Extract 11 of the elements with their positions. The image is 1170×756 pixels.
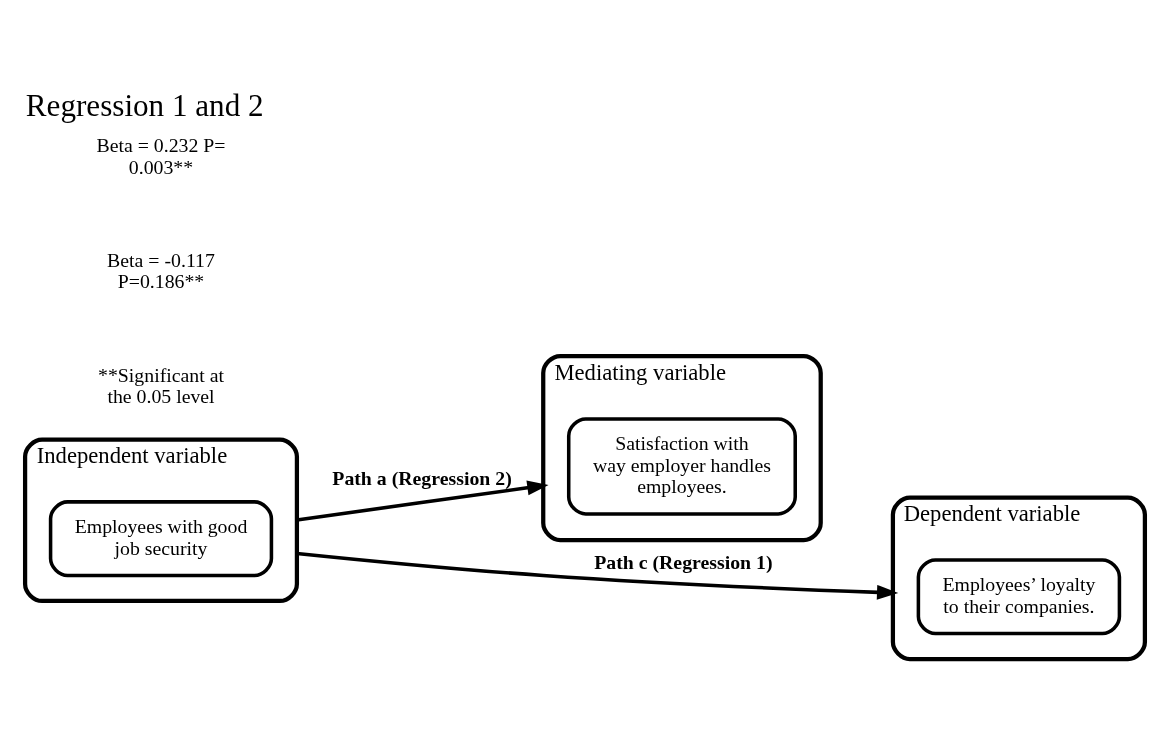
- node-box: Satisfaction with way employer handles employees.: [566, 417, 797, 516]
- arrow: [296, 551, 899, 600]
- edge-label: Path c (Regression 1): [594, 550, 773, 573]
- diagram-title: Regression 1 and 2: [25, 88, 264, 124]
- label: **Significant at the 0.05 level: [98, 363, 224, 408]
- node-box: Employees with good job security: [48, 500, 274, 578]
- label: Beta = 0.232 P= 0.003**: [96, 134, 226, 178]
- edge-label: Path a (Regression 2): [332, 467, 512, 490]
- node-box: Employees’ loyalty to their companies.: [916, 558, 1122, 636]
- label: Beta = -0.117 P=0.186**: [107, 249, 215, 293]
- arrow: [296, 480, 549, 522]
